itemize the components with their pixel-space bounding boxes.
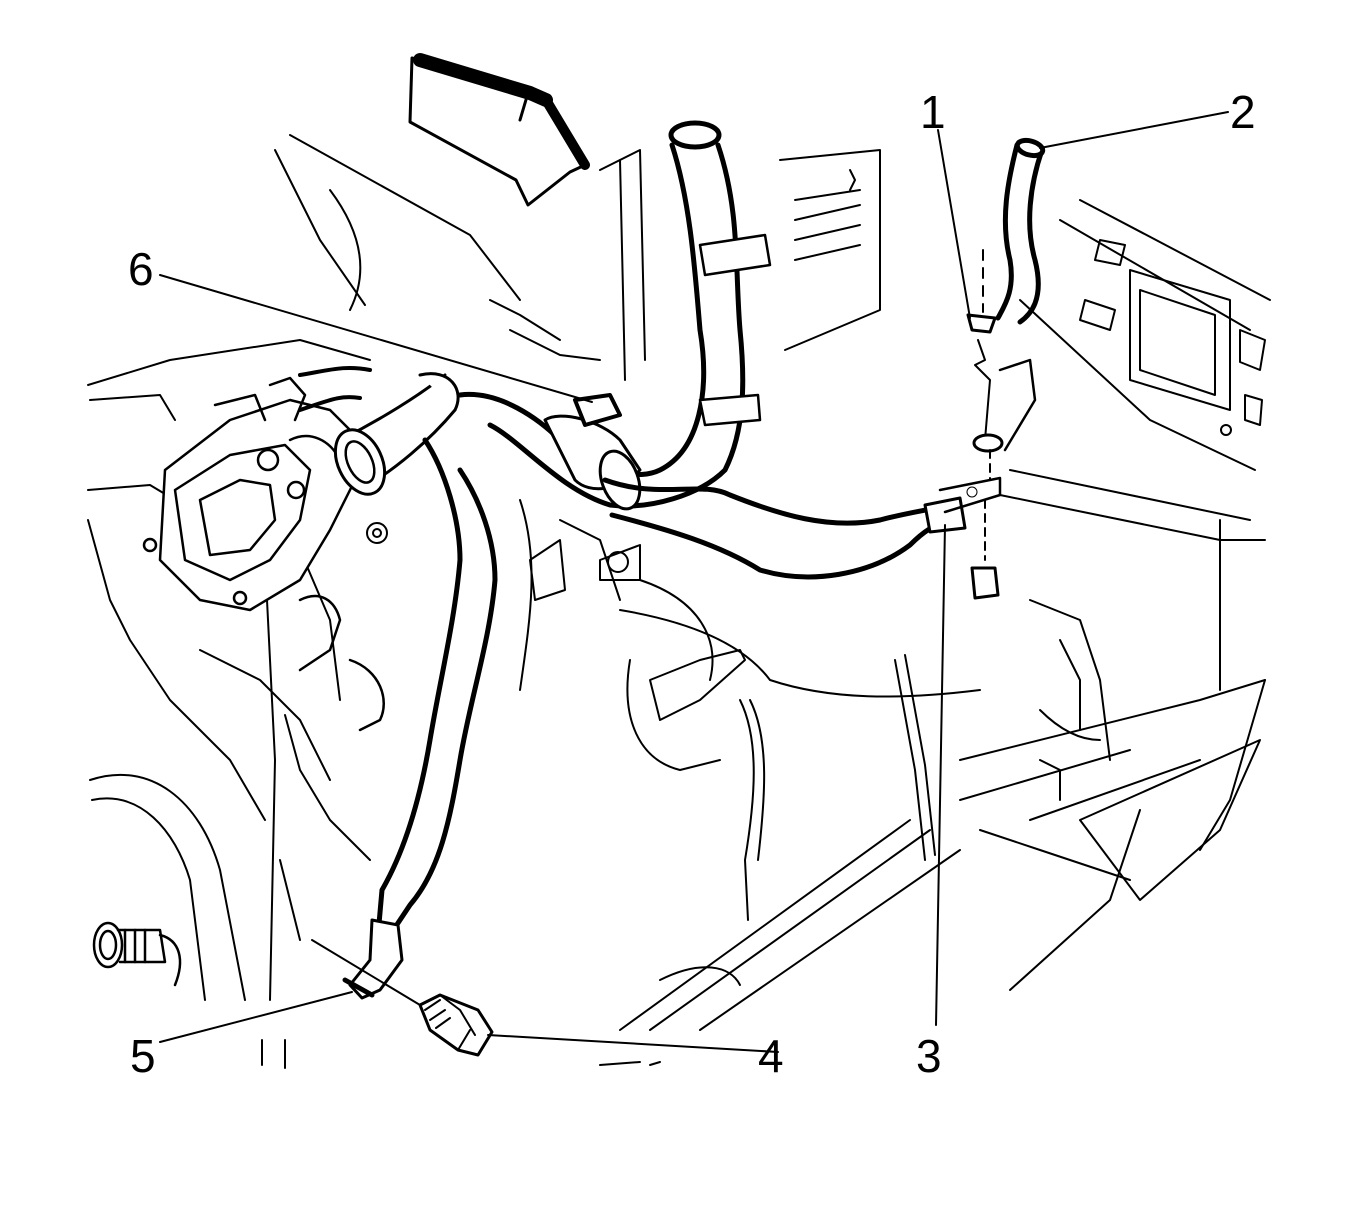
callout-2: 2 [1230,86,1256,138]
leader-line-1 [937,129,971,319]
body-structure [87,134,1271,1069]
leader-line-5 [159,991,353,1043]
leader-line-6 [159,274,593,403]
upper-heater-hose [457,120,772,511]
callout-1: 1 [920,86,946,138]
callout-3: 3 [916,1030,942,1082]
outlet-hose [995,137,1046,325]
leader-line-4 [487,1034,779,1053]
callout-labels: 1 2 3 4 5 6 [128,86,1256,1082]
callout-6: 6 [128,243,154,295]
heater-valve-assembly [142,365,460,732]
leader-line-3 [935,524,946,1026]
lower-heater-hose [602,249,1037,600]
leader-line-2 [1039,111,1229,149]
direction-arrow-icon [408,53,590,207]
return-hose [311,437,498,1057]
callout-4: 4 [758,1030,784,1082]
sensor-connector [92,921,182,987]
callout-leaders [159,111,1229,1053]
bolt-icon [418,993,494,1057]
callout-5: 5 [130,1030,156,1082]
